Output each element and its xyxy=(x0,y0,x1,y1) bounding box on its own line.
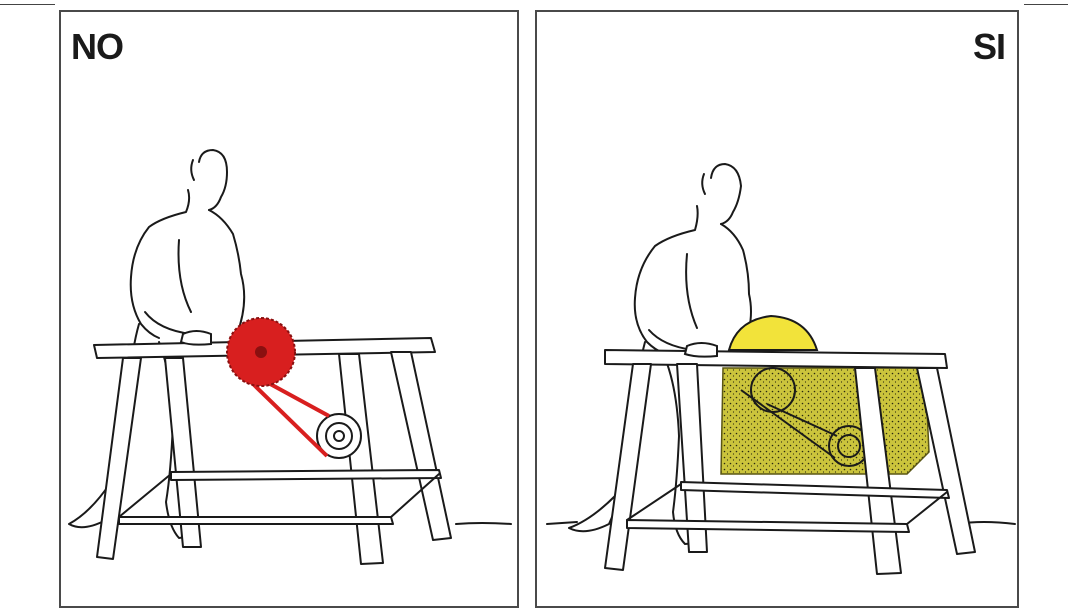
table-crossbar xyxy=(681,482,949,498)
table-leg xyxy=(605,364,651,570)
table-leg xyxy=(97,358,141,559)
ground-line xyxy=(456,523,511,524)
table-crossbar xyxy=(627,520,909,532)
top-rule-right xyxy=(1024,4,1068,5)
table-crossbar xyxy=(171,470,441,480)
table-leg xyxy=(391,352,451,540)
blade-enclosure xyxy=(721,368,929,474)
panel-incorrect: NO xyxy=(59,10,519,608)
table-leg xyxy=(917,368,975,554)
table-crossbar xyxy=(119,517,393,524)
illustration-unguarded-saw xyxy=(61,12,517,606)
illustration-guarded-saw xyxy=(537,12,1017,606)
panel-correct: SI xyxy=(535,10,1019,608)
blade-guard xyxy=(729,316,817,350)
ground-line xyxy=(547,522,577,524)
exposed-saw-blade xyxy=(227,318,295,386)
top-rule-left xyxy=(0,4,55,5)
table-leg xyxy=(339,354,383,564)
table-top xyxy=(605,350,947,368)
worker-hands xyxy=(685,343,717,357)
worker-hands xyxy=(181,331,211,345)
